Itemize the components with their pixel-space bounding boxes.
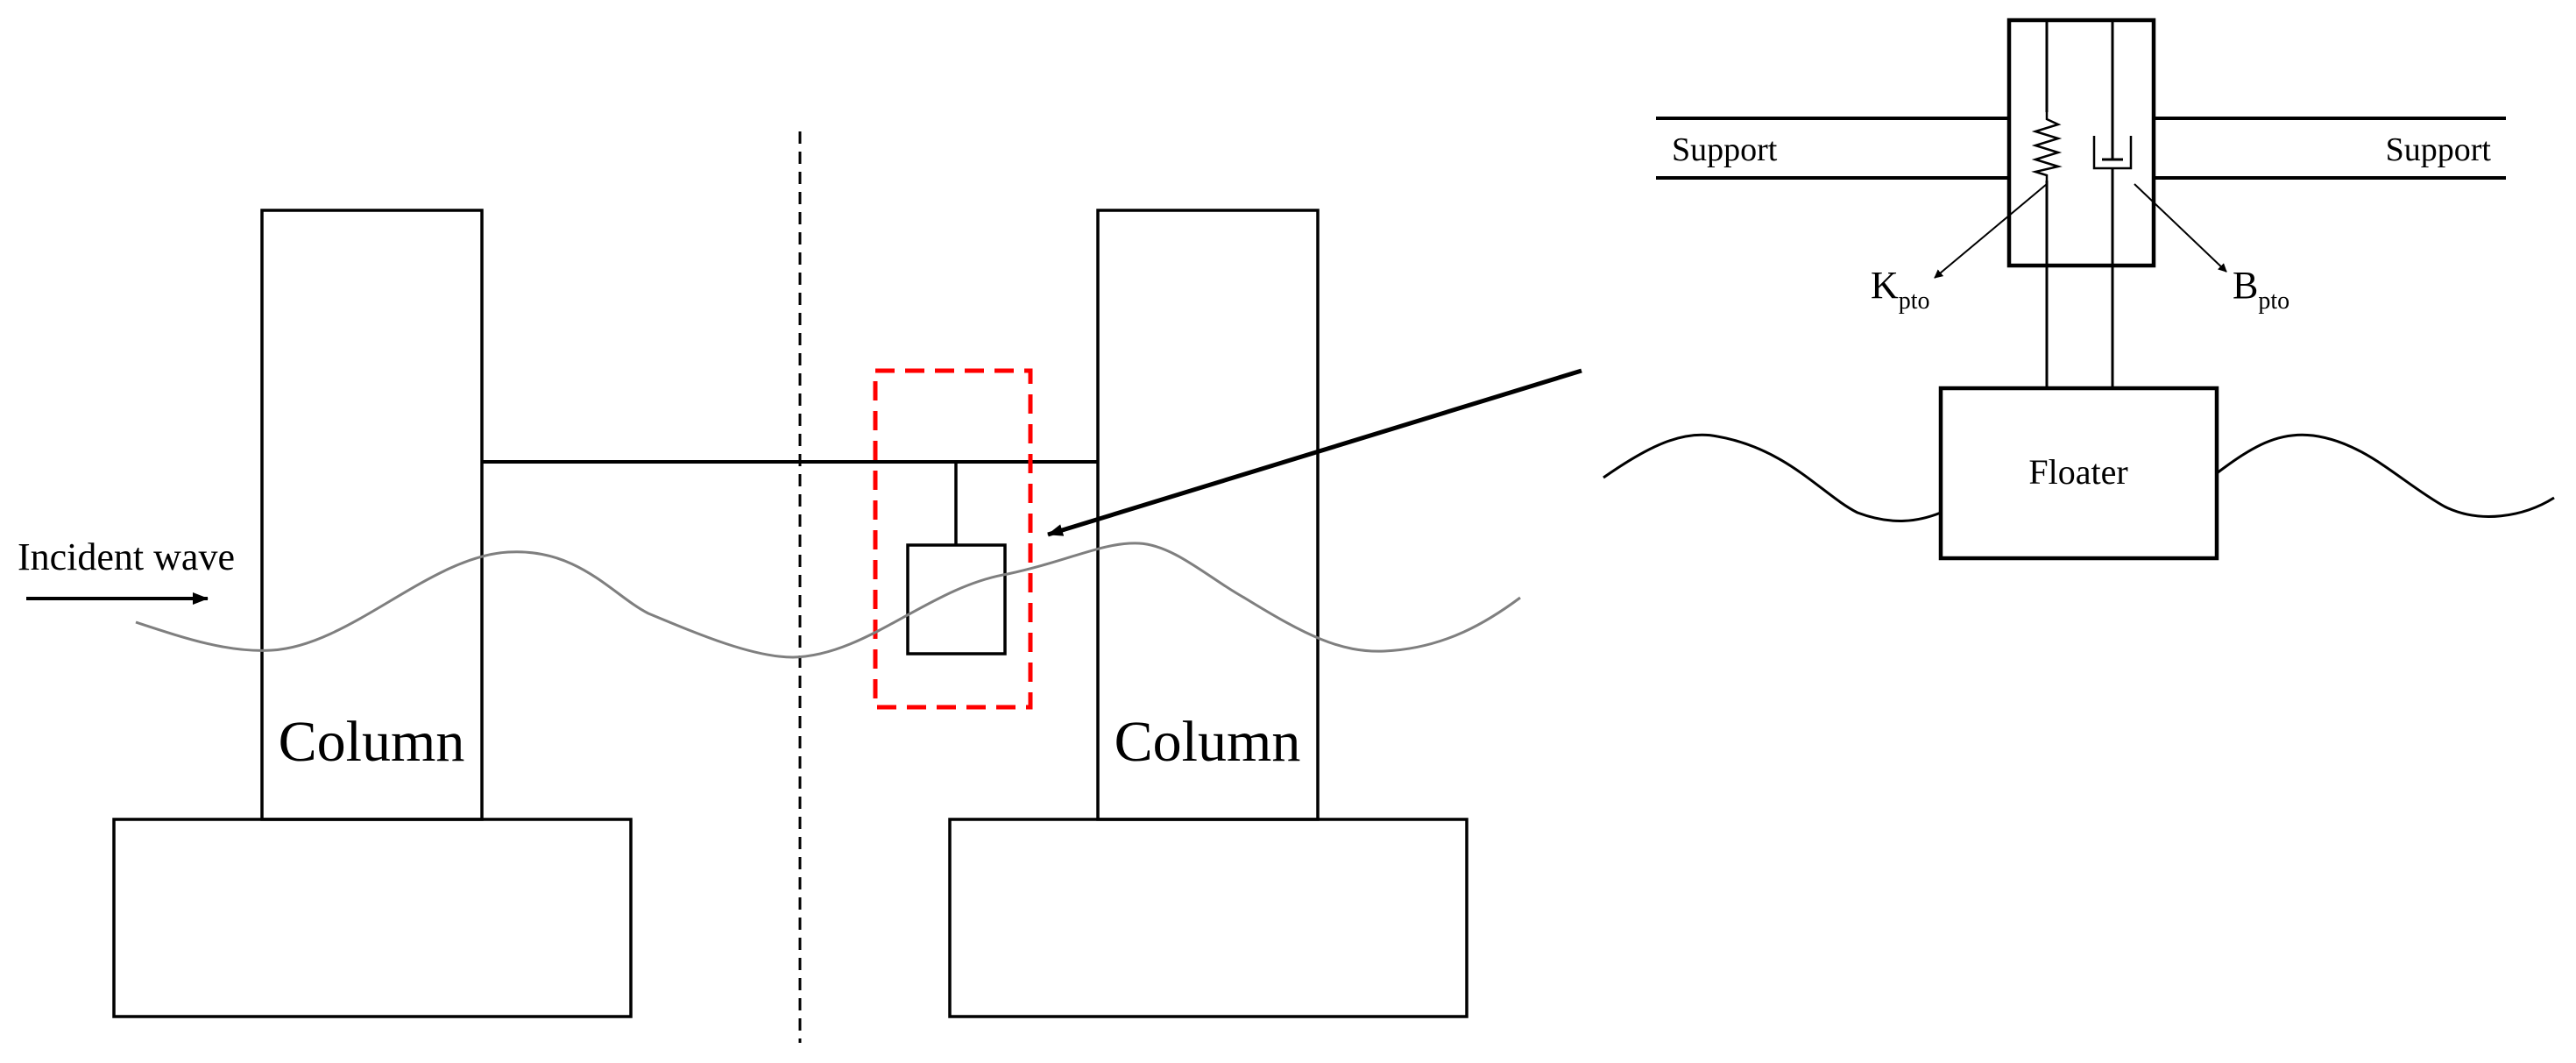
- water-surface-right-2: [2216, 433, 2555, 518]
- pto-housing: [2006, 18, 2156, 268]
- b-pto-label: Bpto: [2233, 264, 2289, 315]
- floater-box: [1938, 386, 2219, 561]
- incident-wave-label: Incident wave: [18, 535, 235, 578]
- spring-icon: [2031, 112, 2063, 181]
- k-pointer: [1934, 183, 2048, 279]
- detail-scene: Support Support Kpto Bpto Floater: [1603, 18, 2555, 561]
- left-column-label: Column: [279, 710, 465, 774]
- water-surface-right: [1603, 433, 1942, 522]
- floater-label: Floater: [2028, 452, 2127, 492]
- support-right-label: Support: [2386, 131, 2492, 168]
- k-pto-label: Kpto: [1871, 264, 1930, 315]
- left-base: [112, 818, 633, 1018]
- water-surface-left: [135, 542, 1521, 659]
- left-scene: Column Column Incident wave: [18, 131, 1582, 1043]
- support-left-label: Support: [1672, 131, 1778, 168]
- highlight-box: [873, 368, 1033, 710]
- callout-arrow: [1047, 368, 1582, 537]
- b-pointer: [2134, 183, 2227, 273]
- right-base: [948, 818, 1468, 1018]
- small-floater: [906, 543, 1007, 656]
- right-column-label: Column: [1115, 710, 1301, 774]
